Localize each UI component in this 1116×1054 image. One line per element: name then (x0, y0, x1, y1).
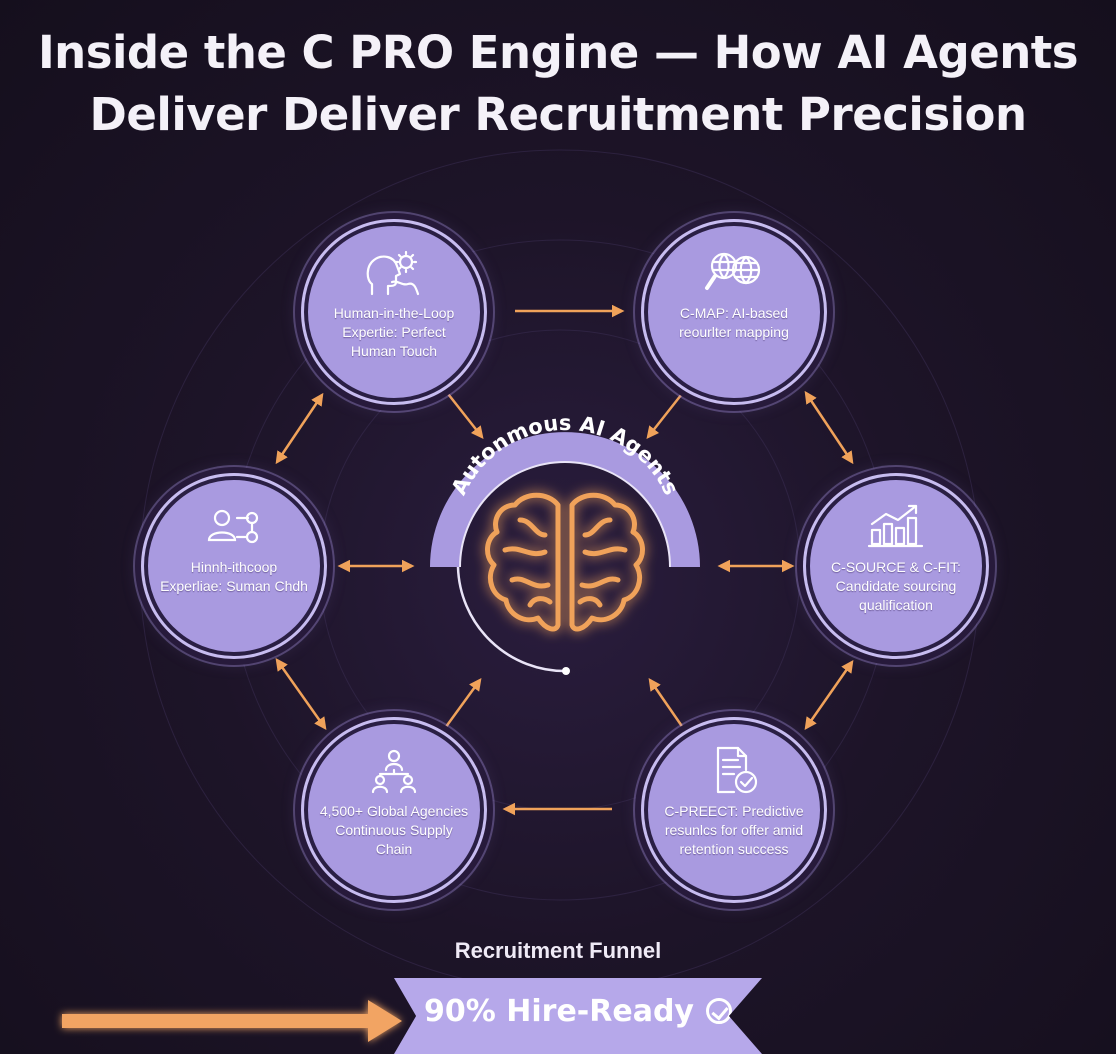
arrow-left-lower (275, 657, 327, 731)
node-label: Human-in-the-Loop Expertie: Perfect Huma… (333, 305, 455, 359)
head-gear-icon (366, 250, 420, 296)
document-check-icon (716, 746, 758, 794)
node-human-in-the-loop[interactable]: Human-in-the-Loop Expertie: Perfect Huma… (304, 222, 484, 402)
node-c-map[interactable]: C-MAP: AI-based reourlter mapping (644, 222, 824, 402)
org-chart-icon (371, 749, 417, 794)
hub: Autonmous AI Agents (430, 411, 700, 675)
bar-chart-growth-icon (867, 504, 924, 548)
arrow-right-upper (804, 390, 854, 465)
hub-arc-band (430, 432, 700, 567)
arrow-tr-hub (646, 389, 686, 439)
node-label: C-MAP: AI-based reourlter mapping (679, 305, 789, 340)
node-label: C-SOURCE & C-FIT: Candidate sourcing qua… (831, 559, 961, 613)
brain-icon (485, 492, 645, 632)
people-network-icon (207, 509, 259, 544)
node-c-source-c-fit[interactable]: C-SOURCE & C-FIT: Candidate sourcing qua… (806, 476, 986, 656)
node-c-preect[interactable]: C-PREECT: Predictive resunlcs for offer … (644, 720, 824, 900)
hire-ready-badge: 90% Hire-Ready (394, 978, 762, 1054)
page-title: Inside the C PRO Engine — How AI Agents … (0, 22, 1116, 146)
node-label: 4,500+ Global Agencies Continuous Supply… (319, 803, 469, 857)
arrow-left-upper (275, 392, 324, 465)
arrow-tl-hub (444, 389, 484, 439)
check-circle-icon (705, 998, 732, 1024)
node-human-left[interactable]: Hinnh-ithcoop Experliae: Suman Chdh (144, 476, 324, 656)
hire-ready-label: 90% Hire-Ready (424, 993, 694, 1029)
hub-arc-inner (459, 461, 671, 568)
arrow-br-hub (648, 677, 690, 736)
hub-orbit-dot (562, 667, 570, 675)
arrow-right-lower (804, 659, 854, 731)
title-line-1: Inside the C PRO Engine — How AI Agents (37, 26, 1079, 79)
title-line-2: Deliver Deliver Recruitment Precision (89, 88, 1027, 141)
connector-arrows (275, 304, 854, 816)
funnel-title: Recruitment Funnel (454, 938, 662, 963)
arrow-bl-hub (438, 677, 482, 736)
node-global-agencies[interactable]: 4,500+ Global Agencies Continuous Supply… (304, 720, 484, 900)
node-label: Hinnh-ithcoop Experliae: Suman Chdh (160, 559, 308, 594)
hub-orbit-line (456, 566, 567, 673)
funnel-arrow (62, 1000, 402, 1042)
node-label: C-PREECT: Predictive resunlcs for offer … (664, 803, 804, 857)
magnifier-globe-icon (705, 252, 761, 290)
